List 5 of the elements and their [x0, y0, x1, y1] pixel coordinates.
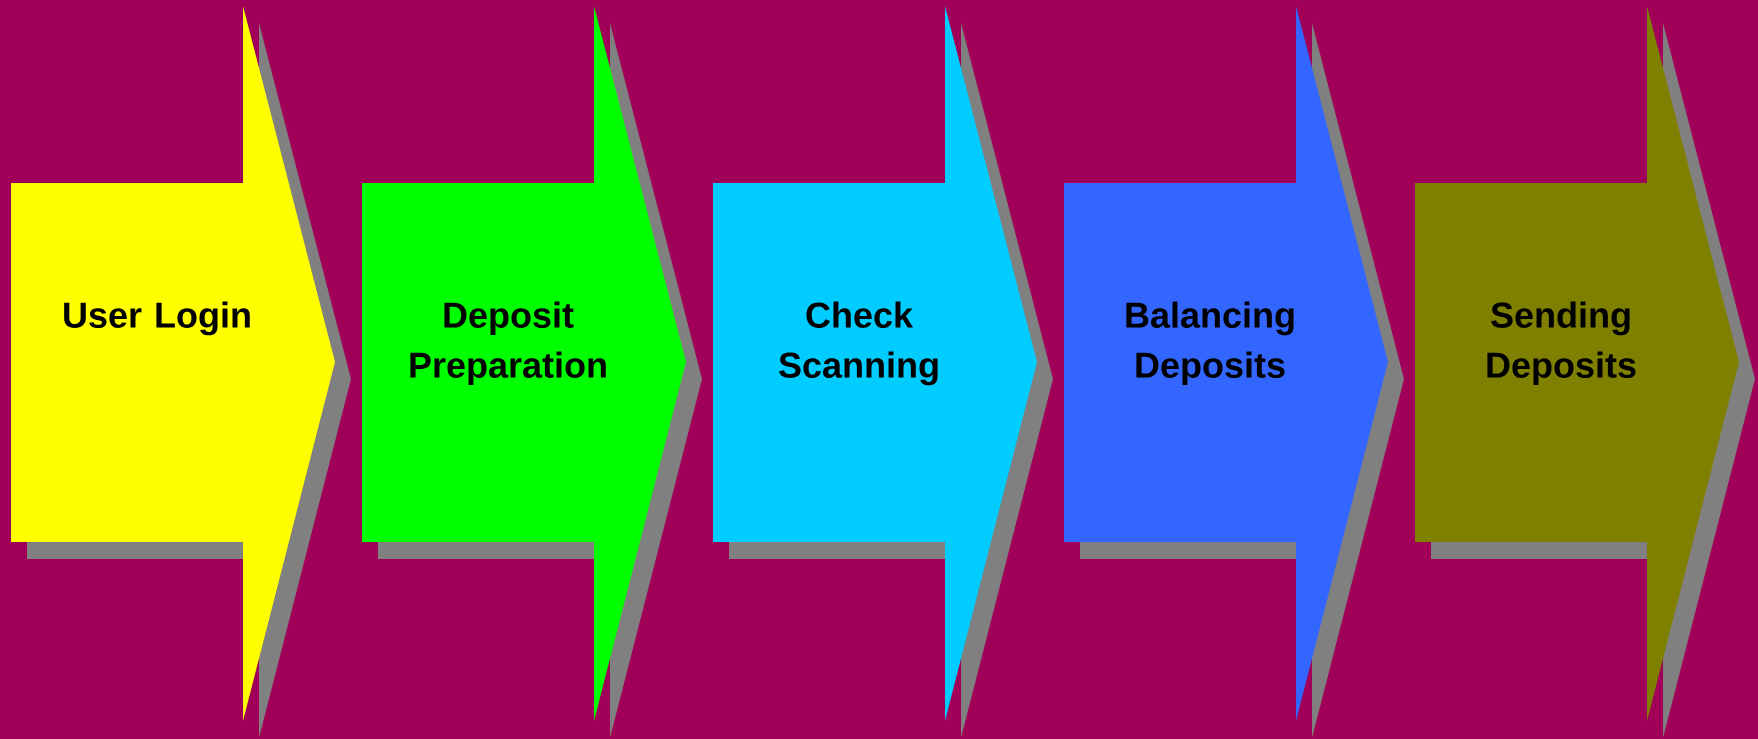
step-panel: Check Scanning: [713, 6, 1053, 738]
step-panel: User Login: [11, 6, 351, 738]
step-panel: Deposit Preparation: [362, 6, 702, 738]
step-panel: Sending Deposits: [1415, 6, 1755, 738]
step-panel: Balancing Deposits: [1064, 6, 1404, 738]
